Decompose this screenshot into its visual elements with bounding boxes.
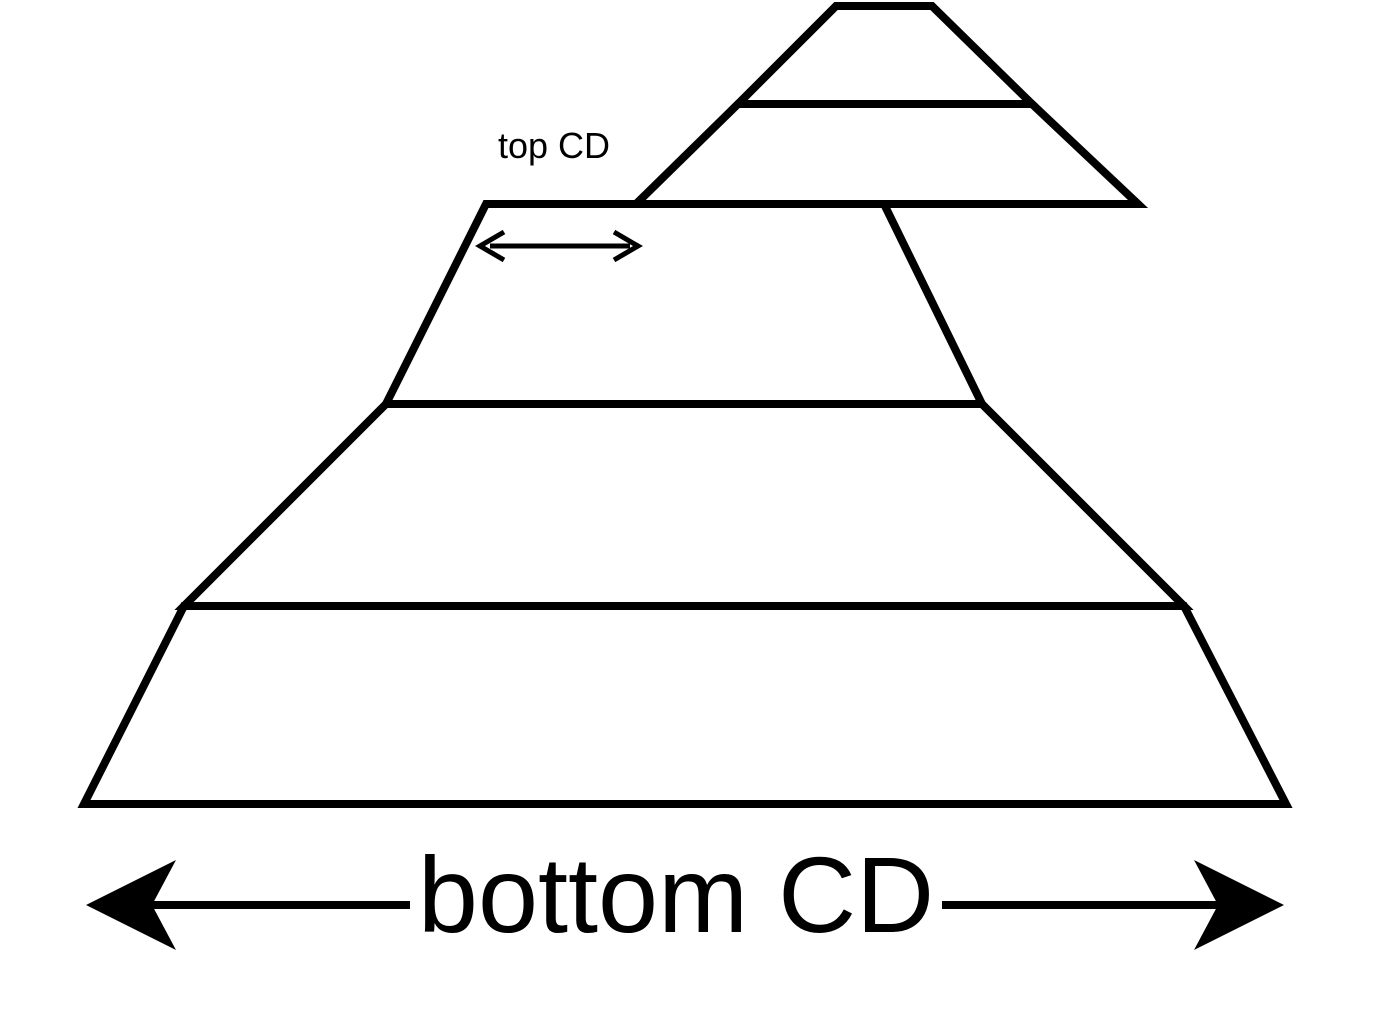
top-cd-label: top CD [498,125,610,166]
main-top-trapezoid [379,200,989,408]
main-bottom-trapezoid [77,602,1293,808]
top-cd-arrow [475,229,643,263]
bottom-cd-label: bottom CD [418,834,934,955]
bottom-cd-arrow [86,860,1284,950]
upper-trapezoid-stack [626,2,1149,208]
bottom-cd-arrow-left-head [86,860,176,950]
main-trapezoid-stack [77,200,1293,808]
upper-top-trapezoid [728,2,1042,108]
main-middle-trapezoid [174,400,1194,610]
upper-bottom-trapezoid [626,100,1149,208]
top-cd-arrow-left-head [475,229,506,263]
top-cd-arrow-right-head [612,229,643,263]
bottom-cd-arrow-right-head [1194,860,1284,950]
